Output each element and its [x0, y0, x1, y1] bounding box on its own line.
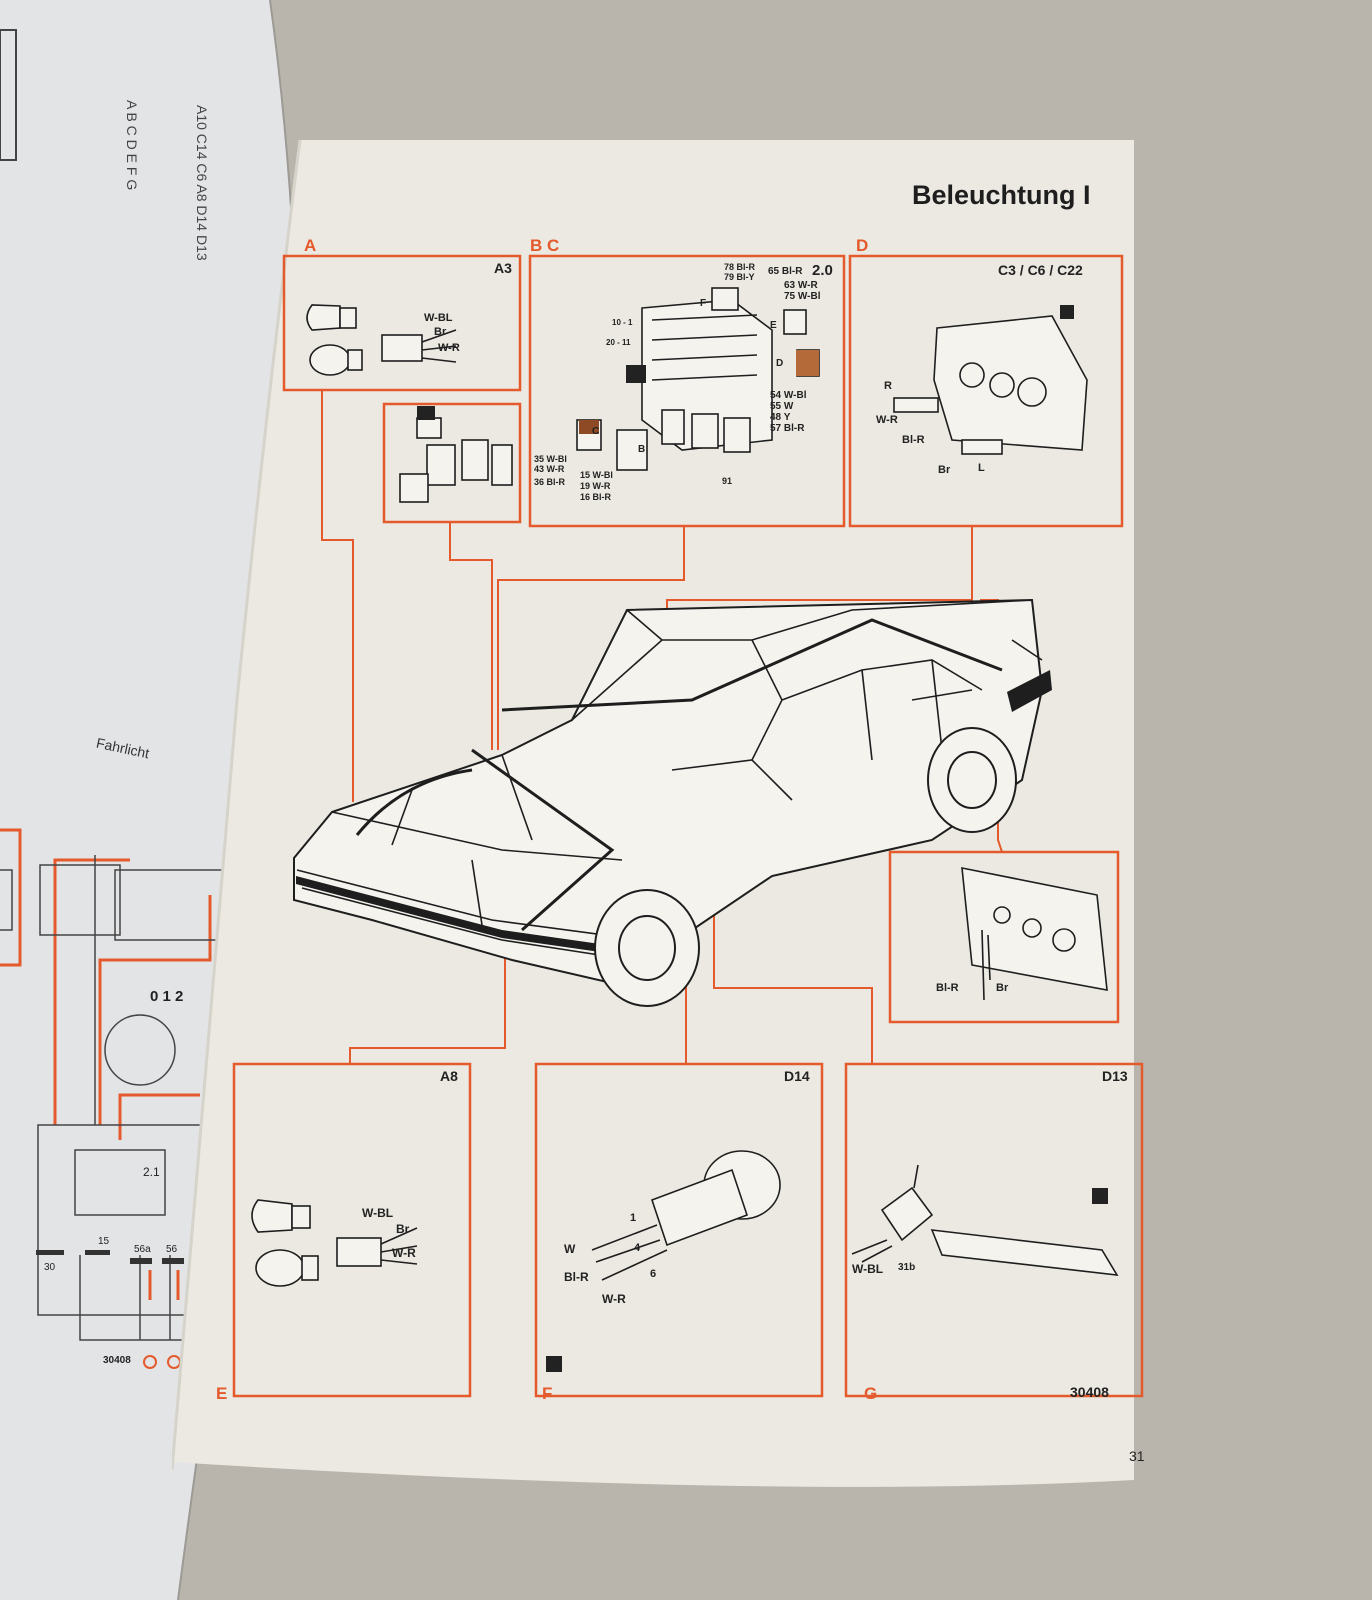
panel-bc-version: 2.0	[812, 262, 833, 279]
panel-d-wire-wr: W-R	[876, 414, 898, 426]
bc-ref-91: 91	[722, 476, 733, 486]
terminal-15: 15	[98, 1236, 110, 1247]
panel-letters-bc: B C	[530, 236, 560, 255]
panel-f-wire-blr: Bl-R	[564, 1270, 589, 1284]
figure-code: 30408	[1070, 1384, 1109, 1400]
panel-d-wire-l: L	[978, 462, 985, 474]
panel-f-wire-wr: W-R	[602, 1292, 626, 1306]
panel-d-wire-r: R	[884, 380, 892, 392]
terminal-30: 30	[44, 1262, 56, 1273]
panel-a-wire-3: W-R	[438, 342, 460, 354]
bc-bottom-left-3: 36 Bl-R	[534, 477, 566, 487]
panel-letter-a: A	[304, 236, 317, 255]
bc-connector-c: C	[592, 426, 600, 437]
panel-e-wire-1: W-BL	[362, 1206, 394, 1220]
bc-left-mid-2: 20 - 11	[606, 338, 631, 347]
bc-right-mid-1: 54 W-Bl	[770, 390, 807, 401]
lamp-unit-wire-br: Br	[996, 982, 1009, 994]
bc-bottom-mid-3: 16 Bl-R	[580, 492, 612, 502]
bc-bottom-mid-2: 19 W-R	[580, 481, 611, 491]
bc-bottom-left-2: 43 W-R	[534, 464, 565, 474]
panel-letter-f: F	[542, 1384, 553, 1403]
wiring-diagram	[172, 139, 1144, 1487]
terminal-56: 56	[166, 1244, 178, 1255]
bc-top-right-2: 63 W-R	[784, 280, 818, 291]
bc-connector-e: E	[770, 320, 777, 331]
panel-g-terminal-31b: 31b	[898, 1262, 916, 1273]
terminal-56a: 56a	[134, 1244, 151, 1255]
panel-f-pin-4: 4	[634, 1242, 641, 1254]
panel-g-code: D13	[1102, 1068, 1128, 1084]
panel-e-wire-3: W-R	[392, 1246, 416, 1260]
panel-letter-d: D	[856, 236, 869, 255]
panel-f-pin-6: 6	[650, 1268, 657, 1280]
panel-d-code: C3 / C6 / C22	[998, 262, 1083, 278]
bc-right-mid-3: 48 Y	[770, 412, 791, 423]
bc-top-right-3: 75 W-Bl	[784, 291, 821, 302]
bc-bottom-mid-1: 15 W-Bl	[580, 470, 613, 480]
letters-column: A B C D E F G	[124, 100, 140, 191]
panel-a-wire-1: W-BL	[424, 312, 453, 324]
panel-f-code: D14	[784, 1068, 810, 1084]
bc-right-mid-2: 55 W	[770, 401, 794, 412]
page-title: Beleuchtung I	[912, 180, 1091, 210]
panel-e-wire-2: Br	[396, 1222, 410, 1236]
panel-g-wire-wbl: W-BL	[852, 1262, 884, 1276]
bc-connector-f: F	[700, 298, 707, 309]
panel-e-code: A8	[440, 1068, 458, 1084]
panel-letter-e: E	[216, 1384, 228, 1403]
panel-d-wire-br: Br	[938, 464, 951, 476]
left-figure-code: 30408	[103, 1355, 131, 1366]
panel-d-wire-blr: Bl-R	[902, 434, 925, 446]
bc-top-left-2: 79 Bl-Y	[724, 272, 755, 282]
panel-f-pin-1: 1	[630, 1212, 637, 1224]
bc-right-mid-4: 57 Bl-R	[770, 423, 805, 434]
panel-a-wire-2: Br	[434, 326, 447, 338]
panel-a-code: A3	[494, 260, 512, 276]
bc-connector-d: D	[776, 358, 784, 369]
right-page: Beleuchtung I 31 30408 A B C D E F G A3 …	[172, 0, 1372, 1600]
relay-label: 2.1	[143, 1165, 160, 1179]
lamp-unit-wire-blr: Bl-R	[936, 982, 959, 994]
switch-positions: 0 1 2	[150, 988, 184, 1005]
panel-f-wire-w: W	[564, 1242, 576, 1256]
bc-top-right-1: 65 Bl-R	[768, 266, 803, 277]
bc-bottom-left-1: 35 W-Bl	[534, 454, 567, 464]
page-number: 31	[1129, 1448, 1145, 1464]
bc-connector-b: B	[638, 444, 646, 455]
bc-left-mid-1: 10 - 1	[612, 318, 633, 327]
panel-letter-g: G	[864, 1384, 878, 1403]
bc-top-left-1: 78 Bl-R	[724, 262, 756, 272]
